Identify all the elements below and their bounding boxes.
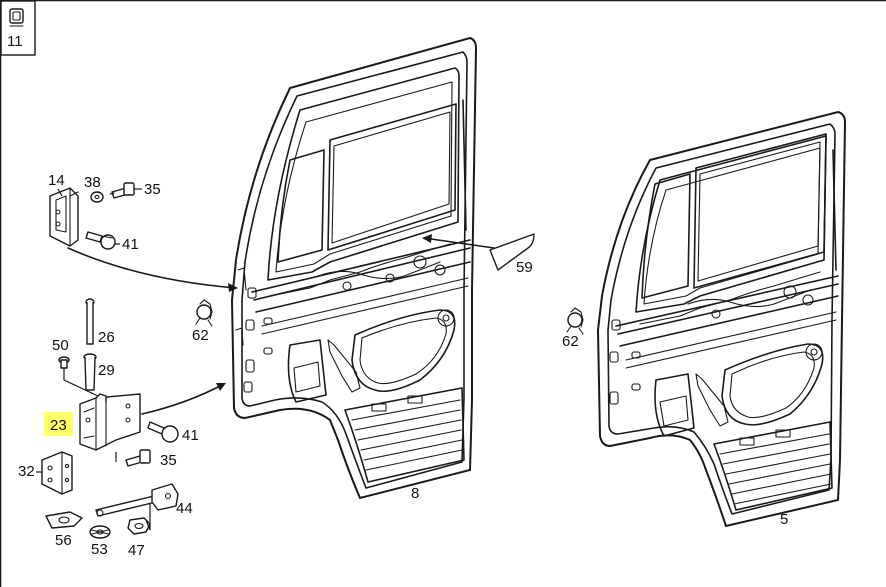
callout-41a: 41 bbox=[122, 236, 139, 253]
callout-56: 56 bbox=[55, 532, 72, 549]
callout-26: 26 bbox=[98, 329, 115, 346]
hinge-pin-26[interactable] bbox=[85, 298, 95, 345]
bolt-41-lower[interactable] bbox=[147, 421, 179, 443]
index-number: 11 bbox=[7, 33, 23, 50]
bolt-35-lower[interactable] bbox=[125, 449, 151, 467]
callout-53: 53 bbox=[91, 541, 108, 558]
door-5[interactable] bbox=[596, 110, 847, 528]
door-8[interactable] bbox=[230, 36, 478, 500]
callout-59: 59 bbox=[516, 259, 533, 276]
callout-8: 8 bbox=[411, 485, 419, 502]
callout-47: 47 bbox=[128, 542, 145, 559]
clip-62-right[interactable] bbox=[566, 307, 584, 335]
washer-53[interactable] bbox=[89, 525, 111, 539]
callout-32: 32 bbox=[18, 463, 35, 480]
callout-5: 5 bbox=[780, 511, 788, 528]
index-box[interactable]: 11 bbox=[0, 0, 36, 56]
callout-62a: 62 bbox=[192, 327, 209, 344]
callout-29: 29 bbox=[98, 362, 115, 379]
door-check-44[interactable] bbox=[95, 483, 179, 517]
upper-hinge-14[interactable] bbox=[49, 187, 79, 247]
callout-35a: 35 bbox=[144, 181, 161, 198]
sleeve-29[interactable] bbox=[83, 353, 97, 391]
vent-window-59[interactable] bbox=[489, 233, 535, 271]
callout-14: 14 bbox=[48, 172, 65, 189]
nut-47[interactable] bbox=[127, 517, 151, 535]
callout-62b: 62 bbox=[562, 333, 579, 350]
lower-hinge-23[interactable] bbox=[79, 393, 141, 451]
gasket-56[interactable] bbox=[45, 511, 83, 529]
callout-38: 38 bbox=[84, 174, 101, 191]
bushing-50[interactable] bbox=[58, 356, 70, 369]
callout-23: 23 bbox=[50, 417, 67, 434]
callout-44: 44 bbox=[176, 500, 193, 517]
callout-23-highlight[interactable]: 23 bbox=[44, 412, 73, 436]
callout-35b: 35 bbox=[160, 452, 177, 469]
callout-50: 50 bbox=[52, 337, 69, 354]
washer-38[interactable] bbox=[90, 191, 104, 203]
clip-62-left[interactable] bbox=[195, 299, 213, 327]
bolt-35-upper[interactable] bbox=[109, 182, 135, 199]
bolt-41-upper[interactable] bbox=[85, 231, 116, 250]
callout-41b: 41 bbox=[182, 427, 199, 444]
hinge-plate-32[interactable] bbox=[41, 451, 73, 495]
clip-icon bbox=[9, 8, 24, 27]
